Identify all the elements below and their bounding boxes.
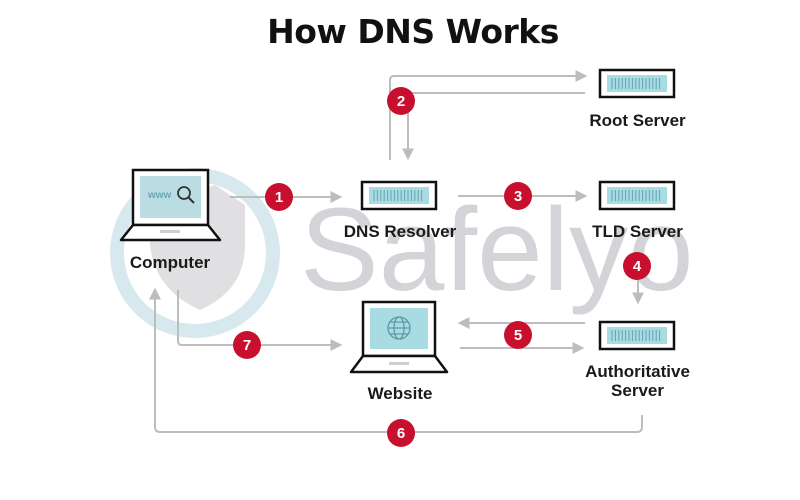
computer-label: Computer bbox=[129, 253, 211, 272]
step-badge-5: 5 bbox=[504, 321, 532, 349]
svg-text:www: www bbox=[147, 190, 172, 201]
svg-text:5: 5 bbox=[514, 327, 522, 344]
svg-text:1: 1 bbox=[275, 189, 283, 206]
svg-text:7: 7 bbox=[243, 337, 251, 354]
step-badges: 1 2 3 4 5 6 7 bbox=[233, 87, 651, 447]
step-badge-3: 3 bbox=[504, 182, 532, 210]
root-label: Root Server bbox=[589, 111, 686, 130]
step-badge-1: 1 bbox=[265, 183, 293, 211]
globe-icon bbox=[387, 316, 411, 340]
resolver-server-icon bbox=[360, 180, 438, 211]
tld-label: TLD Server bbox=[592, 222, 683, 241]
arrow-step-2-request bbox=[389, 70, 588, 160]
tld-server-icon bbox=[598, 180, 676, 211]
svg-text:3: 3 bbox=[514, 188, 522, 205]
resolver-label: DNS Resolver bbox=[343, 222, 457, 241]
step-badge-7: 7 bbox=[233, 331, 261, 359]
arrow-step-2-response bbox=[402, 92, 585, 161]
step-badge-4: 4 bbox=[623, 252, 651, 280]
search-icon bbox=[177, 186, 195, 204]
auth-server-icon bbox=[598, 320, 676, 351]
page-title: How DNS Works bbox=[267, 12, 559, 51]
website-icon bbox=[349, 300, 449, 374]
svg-text:6: 6 bbox=[397, 425, 405, 442]
root-server-icon bbox=[598, 68, 676, 99]
arrow-step-7 bbox=[177, 290, 343, 351]
auth-label-line1: Authoritative bbox=[585, 362, 690, 381]
step-badge-6: 6 bbox=[387, 419, 415, 447]
website-label: Website bbox=[367, 384, 433, 403]
computer-icon: www bbox=[119, 168, 222, 242]
auth-label-line2: Server bbox=[611, 381, 664, 400]
step-badge-2: 2 bbox=[387, 87, 415, 115]
svg-text:2: 2 bbox=[397, 93, 405, 110]
svg-text:4: 4 bbox=[633, 258, 642, 275]
